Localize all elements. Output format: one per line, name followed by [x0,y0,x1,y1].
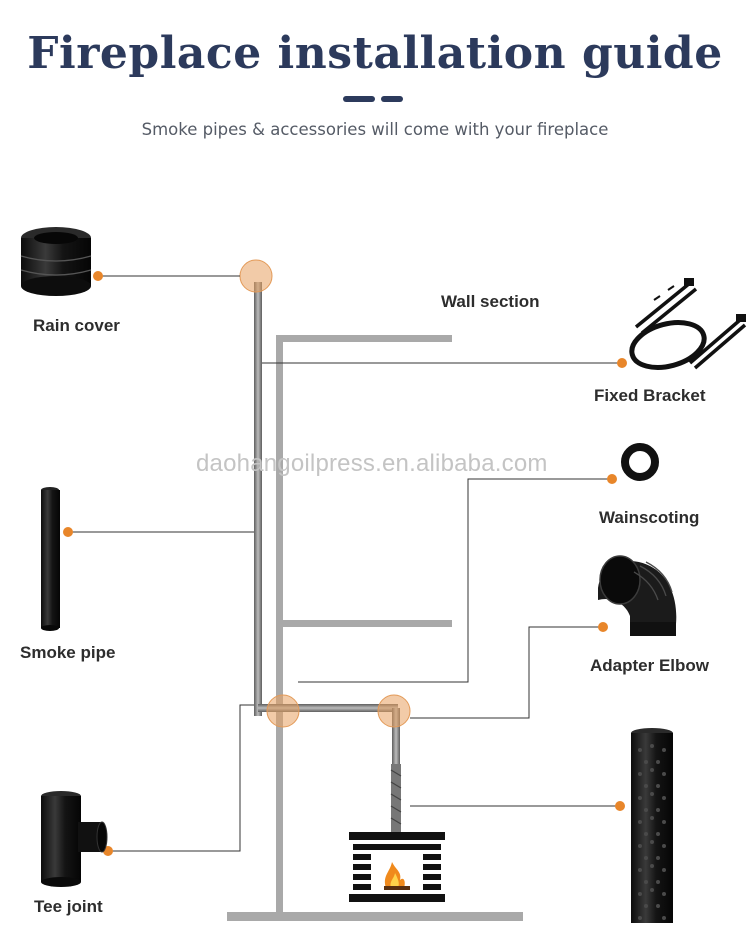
watermark-text: daohangoilpress.en.alibaba.com [196,450,548,477]
tee-joint-image [41,791,108,887]
wall-section-structure [227,335,523,921]
joint-highlights [239,259,411,728]
smoke-pipe-run [254,282,402,834]
title-underline-dash [343,96,375,102]
adapter-elbow-image [598,555,677,636]
fixed-bracket-image [629,278,747,370]
wainscoting-image [621,443,659,481]
page-title: Fireplace installation guide [27,28,723,79]
rain-cover-image [20,227,92,296]
page-subtitle: Smoke pipes & accessories will come with… [141,120,609,139]
perforated-pipe-image [631,728,673,923]
smoke-pipe-image [41,487,60,631]
connector-dots [63,271,627,856]
label-wall-section: Wall section [441,292,540,311]
label-wainscoting: Wainscoting [599,508,700,527]
label-tee-joint: Tee joint [34,897,103,916]
label-rain-cover: Rain cover [33,316,120,335]
label-smoke-pipe: Smoke pipe [20,643,116,662]
title-underline-dash [381,96,403,102]
label-fixed-bracket: Fixed Bracket [594,386,706,405]
label-adapter-elbow: Adapter Elbow [590,656,710,675]
leader-lines [68,275,622,852]
fireplace [349,832,445,902]
